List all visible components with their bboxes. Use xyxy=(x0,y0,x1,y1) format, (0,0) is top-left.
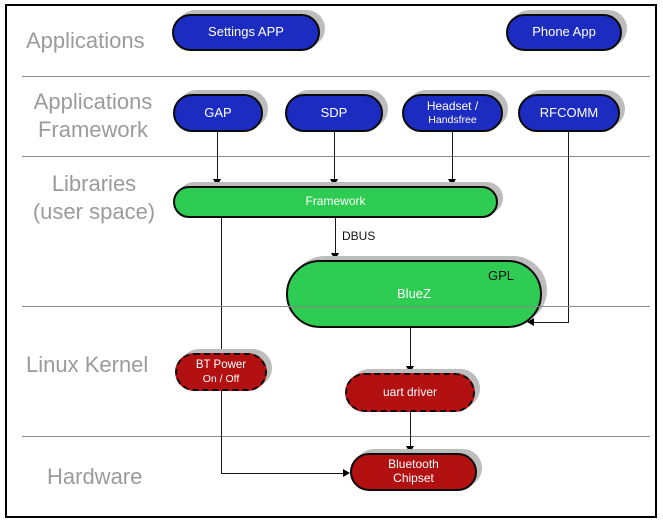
node-headset-line2: Handsfree xyxy=(428,113,477,126)
arrowhead-dbus-bluez xyxy=(331,253,339,260)
edge-framework-to-chipset-vertical xyxy=(221,218,222,473)
node-sdp: SDP xyxy=(285,94,383,132)
node-bt-power-line1: BT Power xyxy=(195,359,247,372)
layer-label-libraries-line1: Libraries xyxy=(51,171,137,196)
layer-label-hardware: Hardware xyxy=(47,464,143,489)
edge-framework-to-bluez-dbus xyxy=(335,218,336,255)
node-bluez-label: BlueZ xyxy=(397,285,431,301)
edge-bluez-to-uart xyxy=(410,328,411,368)
arrowhead-headset-framework xyxy=(448,179,456,186)
edge-sdp-to-framework xyxy=(334,132,335,181)
node-bt-power-line2: On / Off xyxy=(202,372,240,385)
layer-label-libraries: Libraries (user space) xyxy=(18,170,170,226)
layer-label-applications-framework: Applications Framework xyxy=(18,88,168,144)
edge-headset-to-framework xyxy=(452,132,453,181)
edge-rfcomm-to-bluez-vertical xyxy=(568,131,569,322)
node-rfcomm: RFCOMM xyxy=(518,94,620,132)
node-bluez: GPL BlueZ xyxy=(286,260,542,328)
arrowhead-sdp-framework xyxy=(330,179,338,186)
layer-label-applications-framework-line2: Framework xyxy=(37,117,148,142)
edge-rfcomm-to-bluez-horizontal xyxy=(533,322,569,323)
edge-uart-to-chipset xyxy=(410,412,411,448)
diagram-border xyxy=(5,4,657,518)
node-headset-line1: Headset / xyxy=(426,99,479,114)
arrowhead-rfcomm-bluez xyxy=(527,318,534,326)
layer-label-linux-kernel: Linux Kernel xyxy=(26,352,149,377)
bluez-license-label: GPL xyxy=(487,268,514,283)
edge-framework-to-chipset-horizontal xyxy=(221,473,344,474)
node-settings-app: Settings APP xyxy=(172,14,320,51)
edge-gap-to-framework xyxy=(217,132,218,181)
node-bluetooth-chipset-line1: Bluetooth xyxy=(388,457,439,472)
node-bt-power: BT Power On / Off xyxy=(175,353,267,391)
node-framework: Framework xyxy=(173,186,498,218)
divider-hardware xyxy=(22,436,650,437)
arrowhead-uart-chipset xyxy=(406,446,414,453)
node-headset-handsfree: Headset / Handsfree xyxy=(402,94,503,132)
arrowhead-gap-framework xyxy=(213,179,221,186)
node-bluetooth-chipset: Bluetooth Chipset xyxy=(350,453,477,491)
node-bluetooth-chipset-line2: Chipset xyxy=(393,471,434,485)
divider-applications xyxy=(22,76,650,77)
node-phone-app: Phone App xyxy=(506,14,622,51)
arrowhead-chipset-left xyxy=(343,469,350,477)
node-gap: GAP xyxy=(173,94,263,132)
divider-framework xyxy=(22,156,650,157)
edge-label-dbus: DBUS xyxy=(342,229,376,243)
layer-label-applications: Applications xyxy=(26,28,145,53)
layer-label-applications-framework-line1: Applications xyxy=(33,89,153,114)
arrowhead-bluez-uart xyxy=(406,366,414,373)
divider-kernel xyxy=(22,306,650,307)
layer-label-libraries-line2: (user space) xyxy=(32,199,156,224)
node-uart-driver: uart driver xyxy=(345,373,475,412)
